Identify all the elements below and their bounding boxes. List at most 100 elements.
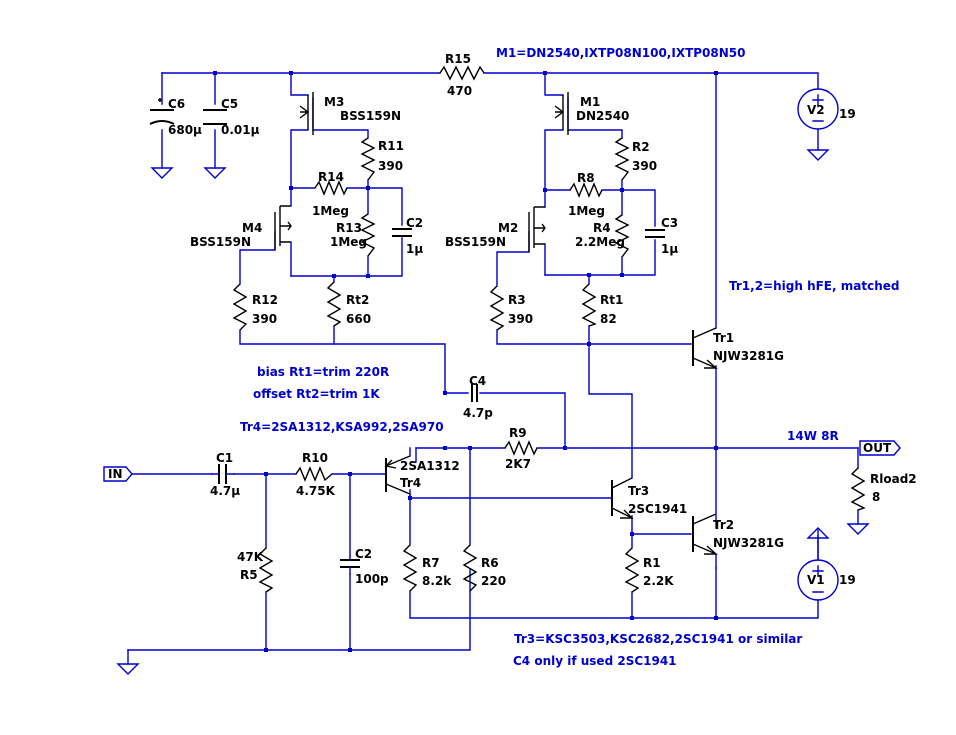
tr4-symbol <box>384 455 411 495</box>
tr12-note: Tr1,2=high hFE, matched <box>729 279 899 293</box>
wires <box>127 72 859 665</box>
m1-symbol <box>554 92 569 135</box>
r3-name: R3 <box>508 293 526 307</box>
r13-value: 1Meg <box>330 235 367 249</box>
ground-icon <box>806 149 830 161</box>
r7-value: 8.2k <box>422 574 452 588</box>
bias-note: bias Rt1=trim 220R <box>257 365 389 379</box>
r4-name: R4 <box>593 221 611 235</box>
m1-value: DN2540 <box>576 109 629 123</box>
r6-symbol <box>462 544 478 592</box>
rload2-symbol <box>850 467 866 511</box>
c2a-value: 1µ <box>406 242 423 256</box>
m3-name: M3 <box>324 95 344 109</box>
r8-name: R8 <box>577 171 595 185</box>
offset-note: offset Rt2=trim 1K <box>253 387 380 401</box>
r11-name: R11 <box>378 139 404 153</box>
r9-value: 2K7 <box>505 457 531 471</box>
r5-value: 47K <box>237 550 264 564</box>
r6-value: 220 <box>481 574 506 588</box>
r9-name: R9 <box>509 426 527 440</box>
c6-symbol <box>149 98 175 125</box>
tr3-name: Tr3 <box>628 484 649 498</box>
in-port[interactable] <box>103 466 133 482</box>
m4-name: M4 <box>242 221 262 235</box>
tr4-value: 2SA1312 <box>400 459 460 473</box>
c2a-name: C2 <box>406 216 423 230</box>
r13-symbol <box>360 213 376 257</box>
ground-icon <box>116 663 140 675</box>
rload2-name: Rload2 <box>870 472 917 486</box>
r15-name: R15 <box>445 52 471 66</box>
tr1-name: Tr1 <box>713 331 734 345</box>
tr4-name: Tr4 <box>400 476 421 490</box>
r14-name: R14 <box>318 170 344 184</box>
m3-value: BSS159N <box>340 109 401 123</box>
r2-symbol <box>614 137 630 181</box>
r7-name: R7 <box>422 556 440 570</box>
r3-value: 390 <box>508 312 533 326</box>
in-label: IN <box>108 467 123 481</box>
r5-symbol <box>258 547 274 593</box>
m3-symbol <box>299 92 314 135</box>
c2a-symbol <box>392 228 412 237</box>
c3-symbol <box>645 229 665 238</box>
r4-symbol <box>614 214 630 258</box>
r9-symbol <box>504 440 538 456</box>
models-note: M1=DN2540,IXTP08N100,IXTP08N50 <box>496 46 746 60</box>
rt1-symbol <box>581 283 597 327</box>
rt2-symbol <box>326 281 342 327</box>
c4-symbol <box>471 384 478 402</box>
r10-name: R10 <box>302 451 328 465</box>
v2-value: 19 <box>839 107 856 121</box>
c5-name: C5 <box>221 97 238 111</box>
m4-value: BSS159N <box>190 235 251 249</box>
r5-name: R5 <box>240 568 258 582</box>
r1-name: R1 <box>643 556 661 570</box>
tr1-value: NJW3281G <box>713 349 784 363</box>
r11-value: 390 <box>378 159 403 173</box>
r8-symbol <box>569 182 603 198</box>
c5-symbol <box>203 109 227 125</box>
c3-name: C3 <box>661 216 678 230</box>
out-port[interactable] <box>859 440 901 456</box>
r11-symbol <box>360 137 376 181</box>
r10-symbol <box>295 466 333 482</box>
m2-symbol <box>528 206 546 252</box>
ground-icon <box>806 527 830 539</box>
r8-value: 1Meg <box>568 204 605 218</box>
ground-icon <box>846 523 870 535</box>
c4-note: C4 only if used 2SC1941 <box>513 654 677 668</box>
ground-icon <box>203 167 227 179</box>
rt2-name: Rt2 <box>346 293 369 307</box>
r14-symbol <box>314 180 348 196</box>
r12-symbol <box>232 283 248 331</box>
tr1-symbol <box>692 327 718 369</box>
r3-symbol <box>489 285 505 331</box>
ground-icon <box>150 167 174 179</box>
c4-name: C4 <box>469 374 486 388</box>
r12-name: R12 <box>252 293 278 307</box>
r15-symbol <box>439 65 485 81</box>
tr3-note: Tr3=KSC3503,KSC2682,2SC1941 or similar <box>514 632 802 646</box>
c6-name: C6 <box>168 97 185 111</box>
rt2-value: 660 <box>346 312 371 326</box>
v2-name: V2 <box>807 103 825 117</box>
rload2-value: 8 <box>872 490 880 504</box>
c1-name: C1 <box>216 451 233 465</box>
tr2-name: Tr2 <box>713 518 734 532</box>
r1-symbol <box>624 547 640 593</box>
r13-name: R13 <box>336 221 362 235</box>
power-note: 14W 8R <box>787 429 839 443</box>
r2-value: 390 <box>632 159 657 173</box>
r2-name: R2 <box>632 140 650 154</box>
rt1-name: Rt1 <box>600 293 623 307</box>
m2-name: M2 <box>498 221 518 235</box>
tr3-value: 2SC1941 <box>628 502 687 516</box>
r14-value: 1Meg <box>312 204 349 218</box>
c4-value: 4.7p <box>463 406 493 420</box>
r12-value: 390 <box>252 312 277 326</box>
c2b-value: 100p <box>355 572 389 586</box>
